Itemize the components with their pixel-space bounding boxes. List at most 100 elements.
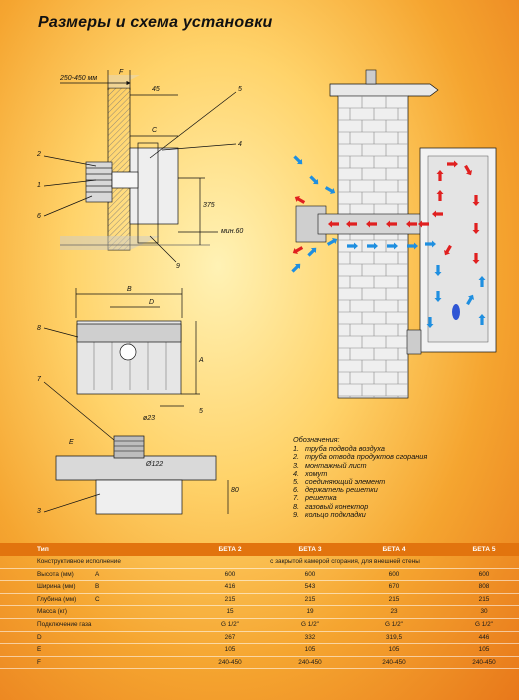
flue-gas-arrow (406, 220, 417, 228)
legend-item-text: держатель решетки (305, 485, 378, 495)
dim-45: 45 (152, 86, 160, 93)
airflow-schematic (291, 69, 497, 399)
dim-E: E (69, 439, 74, 446)
row-dim-letter: C (95, 595, 100, 603)
table-cell: 30 (480, 608, 488, 616)
callout-2: 2 (36, 151, 41, 158)
row-label: E (37, 646, 42, 654)
legend-item: 8.газовый конектор (293, 501, 427, 511)
flue-gas-arrow (346, 220, 357, 228)
table-cell: 105 (304, 646, 316, 654)
flue-gas-arrow (472, 223, 480, 234)
air-intake-arrow (426, 317, 434, 328)
air-intake-arrow (291, 263, 301, 273)
air-intake-arrow (367, 242, 378, 250)
air-intake-arrow (387, 242, 398, 250)
table-row-construction: Конструктивное исполнение с закрытой кам… (0, 556, 519, 569)
row-label: F (37, 658, 41, 666)
row-label: D (37, 633, 42, 641)
table-cell: 600 (304, 570, 316, 578)
row-label: Глубина (мм) (37, 595, 77, 603)
side-section-view (43, 70, 237, 263)
air-intake-arrow (347, 242, 358, 250)
header-model-3: БЕТА 4 (382, 546, 406, 553)
table-cell: G 1/2" (385, 620, 403, 628)
legend-item-number: 9. (293, 509, 300, 519)
callout-6: 6 (37, 213, 41, 220)
dim-80: 80 (231, 487, 239, 494)
legend-item-text: труба подвода воздуха (305, 444, 385, 454)
legend-item-number: 4. (293, 468, 300, 478)
table-cell: 240-450 (472, 658, 496, 666)
dim-wall-thickness: 250-450 мм (59, 75, 97, 82)
dim-d23: ø23 (143, 415, 155, 422)
legend-item-number: 6. (293, 485, 300, 495)
legend-item-number: 8. (293, 501, 300, 511)
legend-item: 6. держатель решетки (293, 486, 427, 494)
flue-gas-arrow (432, 210, 443, 218)
header-model-1: БЕТА 2 (218, 546, 242, 553)
side-section-labels: 250-450 мм F 45 C 375 мин.60 2 1 6 5 4 9 (36, 69, 243, 270)
flue-gas-arrow (328, 220, 339, 228)
air-intake-arrow (466, 294, 475, 306)
table-cell: 19 (306, 608, 314, 616)
legend-item-number: 7. (293, 493, 300, 503)
callout-7: 7 (37, 376, 42, 383)
air-intake-arrow (307, 247, 317, 257)
dim-5: 5 (199, 408, 203, 415)
legend-item-text: монтажный лист (305, 460, 367, 470)
row-label: Высота (мм) (37, 570, 74, 578)
legend-item: 3. монтажный лист (293, 460, 427, 470)
table-cell: 240-450 (382, 658, 406, 666)
legend-item-text: решетка (305, 493, 337, 503)
air-intake-arrow (326, 237, 338, 246)
table-cell: 215 (478, 595, 490, 603)
flue-gas-arrow (418, 220, 429, 228)
table-cell: 600 (478, 570, 490, 578)
flue-gas-arrow (292, 246, 304, 255)
dim-D: D (149, 299, 154, 306)
flue-gas-arrow (443, 244, 452, 256)
table-cell: 215 (304, 595, 316, 603)
air-intake-arrow (434, 265, 442, 276)
table-cell: 416 (224, 583, 236, 591)
callout-3: 3 (37, 508, 41, 515)
table-cell: G 1/2" (221, 620, 239, 628)
row-dim-letter: B (95, 583, 100, 591)
air-intake-arrow (293, 155, 303, 165)
flue-gas-arrow (386, 220, 397, 228)
table-cell: G 1/2" (475, 620, 493, 628)
row-dim-letter: A (95, 570, 100, 578)
air-intake-arrow (425, 240, 436, 248)
legend-item-number: 3. (293, 460, 300, 470)
header-type: Тип (37, 546, 49, 553)
spec-table: Тип БЕТА 2 БЕТА 3 БЕТА 4 БЕТА 5 Конструк… (0, 543, 519, 700)
dim-375: 375 (203, 202, 215, 209)
row-label: Подключение газа (37, 620, 92, 628)
table-cell: 808 (478, 583, 490, 591)
flue-gas-arrow (436, 190, 444, 201)
callout-1: 1 (37, 182, 41, 189)
dim-F: F (119, 69, 124, 76)
table-cell: 15 (226, 608, 234, 616)
table-cell: 240-450 (298, 658, 322, 666)
flue-gas-arrow (464, 164, 473, 176)
legend-item-number: 5. (293, 477, 300, 487)
table-cell: 105 (478, 646, 490, 654)
legend-item: 9.кольцо подкладки (293, 509, 427, 519)
page-title: Размеры и схема установки (38, 14, 273, 31)
front-view-labels: B D A 5 ø23 8 (37, 286, 204, 422)
table-cell: 23 (390, 608, 398, 616)
dim-A: A (198, 357, 204, 364)
legend-item-text: хомут (305, 468, 328, 478)
front-view (43, 288, 200, 407)
flue-gas-arrow (294, 195, 306, 204)
callout-4: 4 (238, 141, 242, 148)
installation-diagram: 250-450 мм F 45 C 375 мин.60 2 1 6 5 4 9… (36, 69, 497, 515)
legend-item-text: труба отвода продуктов сгорания (305, 452, 428, 462)
flue-gas-arrow (472, 253, 480, 264)
row-label: Ширина (мм) (37, 583, 76, 591)
